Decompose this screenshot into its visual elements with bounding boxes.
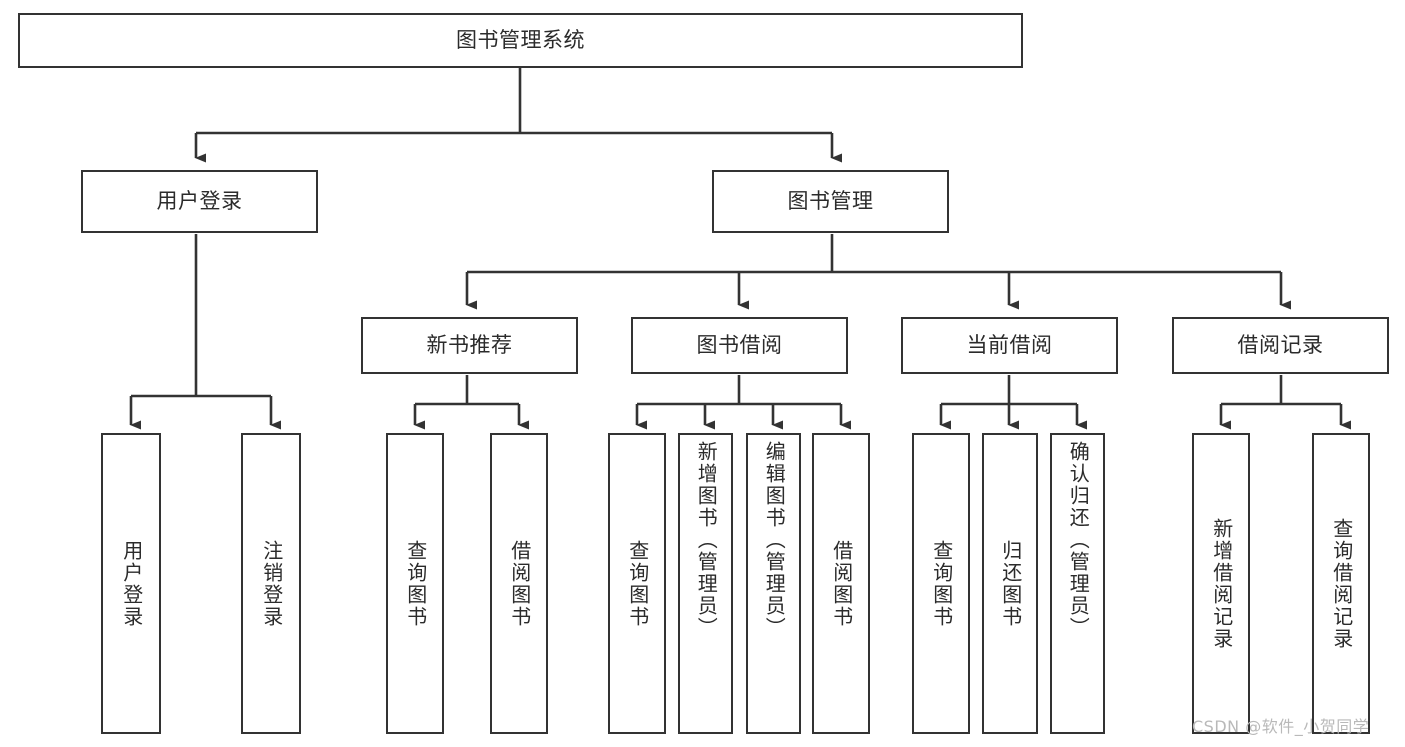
node-current-borrow[interactable]: 当前借阅 bbox=[901, 317, 1118, 374]
node-leaf-add-book[interactable]: 新增图书（管理员） bbox=[678, 433, 733, 734]
node-leaf-query-book-2[interactable]: 查询图书 bbox=[608, 433, 666, 734]
node-leaf-query-book-3-label: 查询图书 bbox=[929, 539, 954, 628]
node-leaf-query-book-3[interactable]: 查询图书 bbox=[912, 433, 970, 734]
node-leaf-return-book-label: 归还图书 bbox=[998, 539, 1023, 628]
node-root[interactable]: 图书管理系统 bbox=[18, 13, 1023, 68]
node-leaf-borrow-book-2[interactable]: 借阅图书 bbox=[812, 433, 870, 734]
node-new-book-rec[interactable]: 新书推荐 bbox=[361, 317, 578, 374]
node-leaf-confirm-return-label: 确认归还（管理员） bbox=[1066, 441, 1091, 639]
node-leaf-query-book-2-label: 查询图书 bbox=[625, 539, 650, 628]
node-borrow-record[interactable]: 借阅记录 bbox=[1172, 317, 1389, 374]
node-book-manage-label: 图书管理 bbox=[787, 188, 874, 213]
node-book-manage[interactable]: 图书管理 bbox=[712, 170, 949, 233]
node-current-borrow-label: 当前借阅 bbox=[966, 332, 1053, 357]
node-leaf-user-login[interactable]: 用户登录 bbox=[101, 433, 161, 734]
node-leaf-return-book[interactable]: 归还图书 bbox=[982, 433, 1038, 734]
node-leaf-query-record[interactable]: 查询借阅记录 bbox=[1312, 433, 1370, 734]
node-leaf-query-book-1-label: 查询图书 bbox=[403, 539, 428, 628]
node-leaf-add-record[interactable]: 新增借阅记录 bbox=[1192, 433, 1250, 734]
node-user-login[interactable]: 用户登录 bbox=[81, 170, 318, 233]
node-leaf-query-book-1[interactable]: 查询图书 bbox=[386, 433, 444, 734]
csdn-watermark: CSDN @软件_小贺同学 bbox=[1192, 717, 1370, 736]
node-root-label: 图书管理系统 bbox=[456, 27, 585, 52]
node-book-borrow[interactable]: 图书借阅 bbox=[631, 317, 848, 374]
node-leaf-logout-label: 注销登录 bbox=[259, 539, 284, 628]
node-new-book-rec-label: 新书推荐 bbox=[426, 332, 513, 357]
node-leaf-borrow-book-2-label: 借阅图书 bbox=[829, 539, 854, 628]
node-leaf-edit-book[interactable]: 编辑图书（管理员） bbox=[746, 433, 801, 734]
node-leaf-logout[interactable]: 注销登录 bbox=[241, 433, 301, 734]
node-leaf-add-book-label: 新增图书（管理员） bbox=[694, 441, 719, 639]
node-leaf-borrow-book-1-label: 借阅图书 bbox=[507, 539, 532, 628]
node-user-login-label: 用户登录 bbox=[156, 188, 243, 213]
node-leaf-query-record-label: 查询借阅记录 bbox=[1329, 517, 1354, 650]
node-leaf-confirm-return[interactable]: 确认归还（管理员） bbox=[1050, 433, 1105, 734]
node-borrow-record-label: 借阅记录 bbox=[1237, 332, 1324, 357]
node-leaf-user-login-label: 用户登录 bbox=[119, 539, 144, 628]
node-leaf-edit-book-label: 编辑图书（管理员） bbox=[762, 441, 787, 639]
node-leaf-borrow-book-1[interactable]: 借阅图书 bbox=[490, 433, 548, 734]
node-leaf-add-record-label: 新增借阅记录 bbox=[1209, 517, 1234, 650]
node-book-borrow-label: 图书借阅 bbox=[696, 332, 783, 357]
